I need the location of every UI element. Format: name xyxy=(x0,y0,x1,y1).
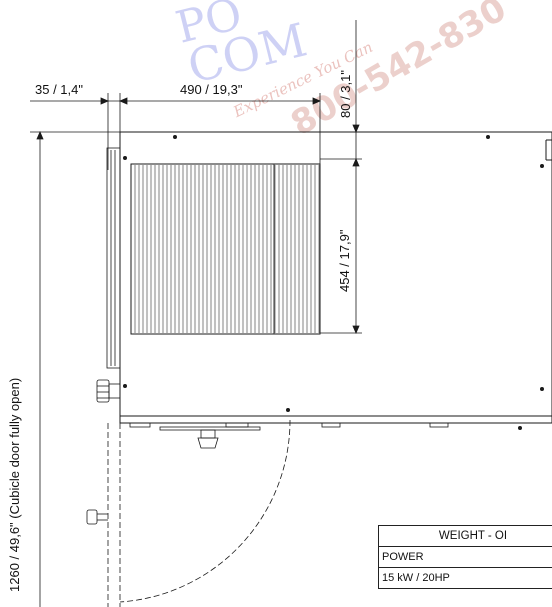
spec-table-label-row: POWER xyxy=(378,546,552,568)
door-swing xyxy=(86,419,291,607)
dimension-total-clearance: 1260 / 49,6" (Cubicle door fully open) xyxy=(7,378,22,592)
spec-power-label: POWER xyxy=(378,546,552,568)
cable-gland xyxy=(96,379,121,403)
vent-grille-slats xyxy=(134,164,320,334)
vent-grille xyxy=(130,163,321,335)
door-hinge-strip xyxy=(106,147,121,369)
cabinet-bottom-details xyxy=(129,422,449,449)
spec-table-header: WEIGHT - OI xyxy=(378,525,552,547)
dimension-grille-height-lines xyxy=(320,168,362,335)
spec-table-value-row: 15 kW / 20HP xyxy=(378,567,552,589)
spec-power-value: 15 kW / 20HP xyxy=(378,567,552,589)
spec-table: WEIGHT - OI POWER 15 kW / 20HP xyxy=(378,525,552,589)
dimension-top-depth: 80 / 3,1" xyxy=(338,70,353,118)
spec-table-header-row: WEIGHT - OI xyxy=(378,525,552,547)
dimension-top-horizontal xyxy=(30,93,322,170)
dimension-total-clearance-lines xyxy=(30,130,120,607)
dimension-left-offset: 35 / 1,4" xyxy=(35,82,83,97)
dimension-grille-height: 454 / 17,9" xyxy=(337,229,352,292)
dimension-top-width: 490 / 19,3" xyxy=(180,82,243,97)
cabinet-screws xyxy=(123,135,544,430)
